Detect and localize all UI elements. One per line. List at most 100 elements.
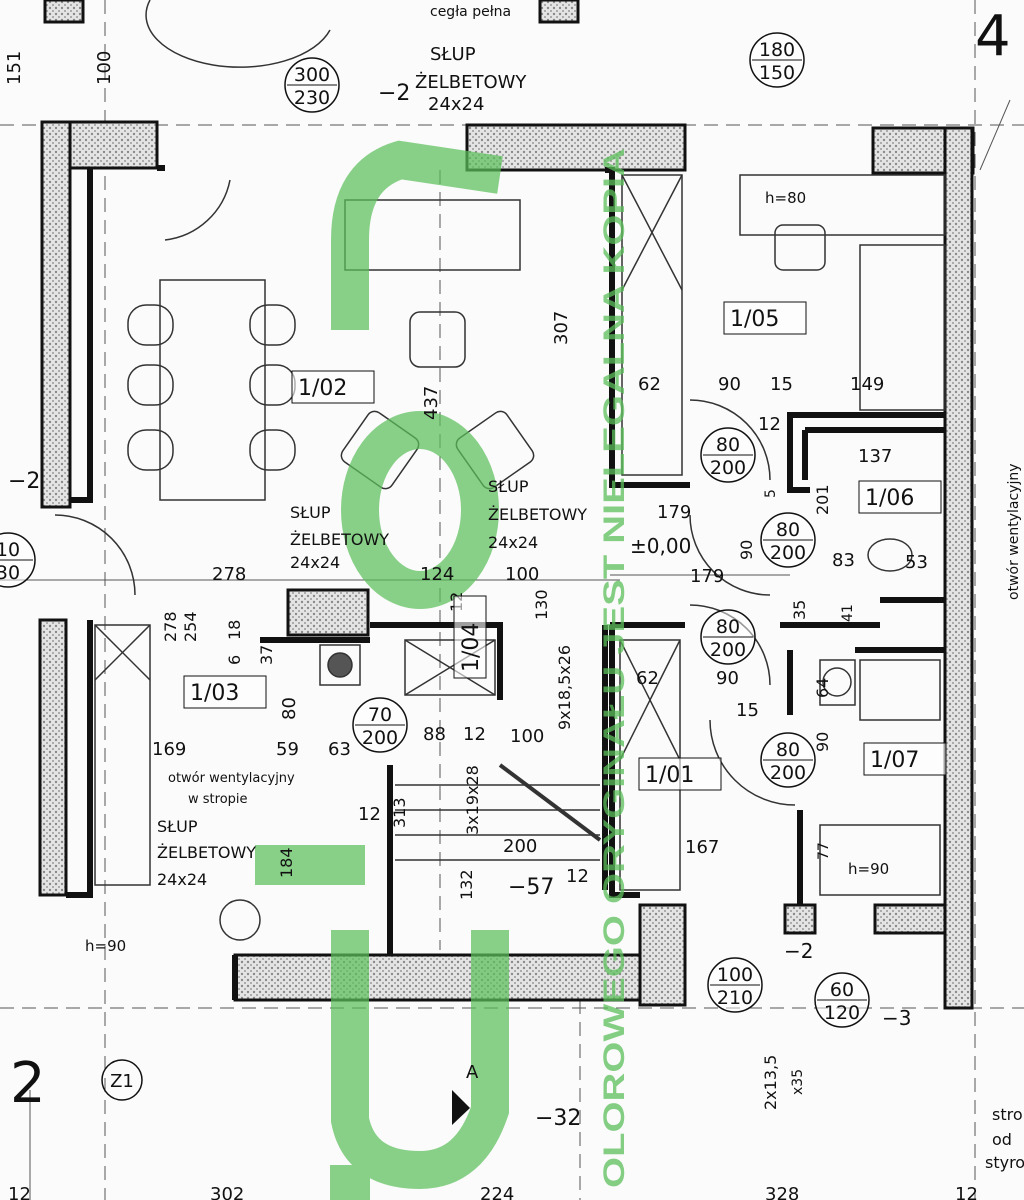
dimension-label: 151 [4, 51, 25, 85]
dimension-label: 100 [505, 564, 539, 585]
room-number: 1/06 [865, 486, 914, 511]
dimension-label: 313 [390, 797, 409, 828]
dimension-label: 12 [758, 414, 781, 435]
room-tag: 1/05 [723, 301, 807, 335]
dimension-label: 200 [503, 836, 537, 857]
dimension-label: 167 [685, 837, 719, 858]
dimension-label: ŻELBETOWY [157, 843, 256, 862]
dimension-label: 307 [551, 311, 572, 345]
dimension-label: h=90 [848, 860, 889, 878]
section-arrow-icon [452, 1090, 470, 1125]
grid-marker-left: 2 [10, 1051, 46, 1116]
door-size-width: 80 [716, 616, 740, 638]
dimension-label: 62 [636, 668, 659, 689]
door-size-height: 200 [710, 639, 746, 661]
door-size-height: 150 [759, 62, 795, 84]
dimension-label: SŁUP [488, 477, 529, 496]
dimension-label: 62 [638, 374, 661, 395]
dimension-label: 24x24 [157, 870, 207, 889]
room-tag-frame [723, 301, 807, 335]
dimension-label: 90 [737, 540, 756, 560]
dimension-label: 80 [279, 697, 300, 720]
room-tag: 1/06 [858, 480, 942, 514]
dimension-label: 6 [225, 655, 244, 665]
dimension-label: 2x13,5 [761, 1055, 780, 1110]
door-size-width: 100 [717, 964, 753, 986]
dimension-label: 63 [328, 739, 351, 760]
dimension-label: 302 [210, 1184, 244, 1200]
door-size-width: 80 [716, 434, 740, 456]
door-size-height: 30 [0, 562, 20, 584]
dimension-label: 59 [276, 739, 299, 760]
dimension-label: 12 [463, 724, 486, 745]
dimension-label: ŻELBETOWY [415, 72, 527, 93]
room-tag-frame [638, 757, 722, 791]
dimension-label: 179 [657, 502, 691, 523]
room-number: 1/05 [730, 307, 779, 332]
dimension-label: 124 [420, 564, 454, 585]
grid-marker-top-right: 4 [975, 4, 1011, 69]
room-tag: 1/07 [863, 742, 947, 776]
room-number: 1/03 [190, 681, 239, 706]
watermark-shapes [255, 140, 509, 1200]
door-size-height: 210 [717, 987, 753, 1009]
dimension-label: 18 [225, 620, 244, 640]
watermark-text: OLOROWEGO ORYGINAŁU JEST NIELEGALNA KOPI… [598, 148, 631, 1188]
room-tag: 1/03 [183, 675, 267, 709]
dimension-label: stro [992, 1105, 1023, 1124]
partitions [66, 165, 945, 1000]
dimension-label: 12 [8, 1184, 31, 1200]
dimension-label: 24x24 [290, 553, 340, 572]
furniture [54, 0, 946, 941]
room-tag-frame [183, 675, 267, 709]
door-size-width: 80 [776, 739, 800, 761]
section-marker: A [466, 1062, 479, 1083]
dimension-label: 179 [690, 566, 724, 587]
dimension-label: 24x24 [488, 533, 538, 552]
door-size-width: 180 [759, 39, 795, 61]
zone-marker: Z1 [110, 1071, 134, 1092]
dimension-label: SŁUP [157, 817, 198, 836]
dimension-label: 137 [858, 446, 892, 467]
dimension-label: 15 [770, 374, 793, 395]
door-size-height: 200 [770, 542, 806, 564]
dimension-label: 90 [813, 732, 832, 752]
door-size-height: 200 [362, 727, 398, 749]
dimension-label: 437 [421, 386, 442, 420]
dimension-label: 37 [257, 645, 276, 665]
dimension-label: 53 [905, 552, 928, 573]
dimension-label: ŻELBETOWY [488, 505, 587, 524]
dimension-label: −57 [508, 875, 554, 900]
dimension-label: 100 [510, 726, 544, 747]
dimension-label: 278 [161, 611, 180, 642]
dimension-label: 328 [765, 1184, 799, 1200]
door-size-height: 230 [294, 87, 330, 109]
dimension-label: 24x24 [428, 94, 484, 115]
dimension-label: otwór wentylacyjny [1006, 464, 1022, 601]
room-tag: 1/01 [638, 757, 722, 791]
dimension-label: SŁUP [290, 503, 331, 522]
dimension-label: −2 [378, 81, 410, 106]
dimension-label: 278 [212, 564, 246, 585]
dimension-label: 90 [718, 374, 741, 395]
door-size-width: 60 [830, 979, 854, 1001]
dimension-label: cegła pełna [430, 4, 511, 20]
dimension-label: −2 [784, 939, 813, 963]
room-tag-frame [858, 480, 942, 514]
dimension-label: 15 [736, 700, 759, 721]
dimension-label: 9x18,5x26 [555, 645, 574, 730]
dimension-label: 254 [181, 611, 200, 642]
dimension-label: 224 [480, 1184, 514, 1200]
room-tag-frame [863, 742, 947, 776]
dimension-label: 169 [152, 739, 186, 760]
